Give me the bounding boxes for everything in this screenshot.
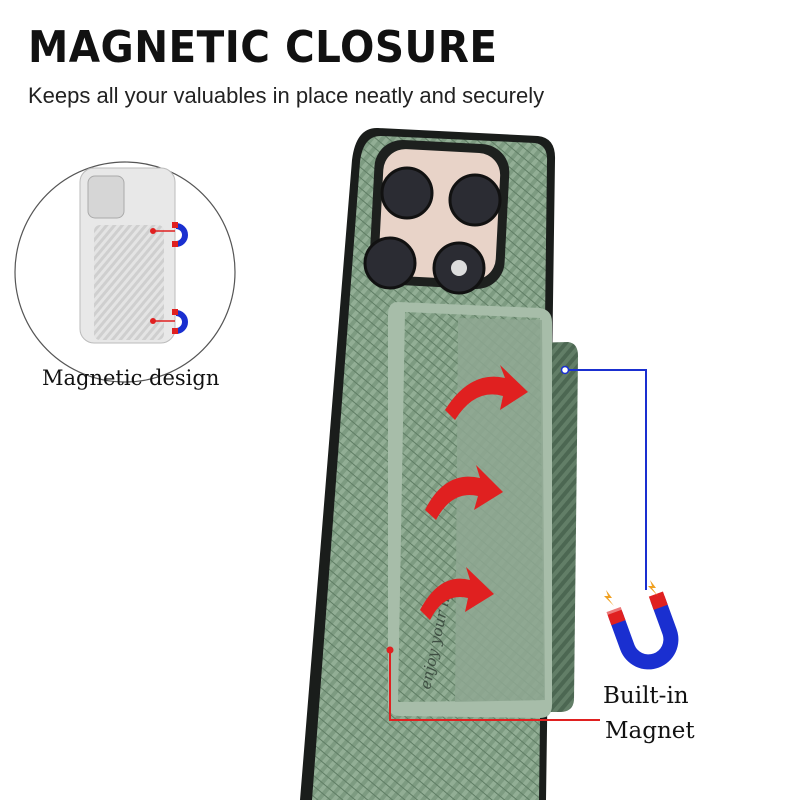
small-magnet-icon (172, 222, 188, 247)
red-arrow-icons (420, 365, 528, 620)
magnet-label: Magnet (605, 718, 695, 744)
camera-lens (448, 173, 502, 227)
spark-icon (604, 580, 658, 606)
curved-arrow-icon (445, 365, 528, 420)
magnetic-design-label: Magnetic design (42, 366, 220, 390)
magnet-icon (606, 591, 679, 670)
subheadline: Keeps all your valuables in place neatly… (28, 83, 545, 108)
card-wallet: enjoy your life (387, 302, 578, 718)
camera-module (363, 139, 510, 295)
camera-lens (380, 166, 434, 220)
curved-arrow-icon (420, 567, 494, 620)
small-magnet-icon (172, 309, 188, 334)
callout-lines (386, 365, 647, 721)
headline: MAGNETIC CLOSURE (28, 22, 498, 73)
curved-arrow-icon (425, 465, 503, 520)
built-in-label: Built-in (603, 683, 689, 709)
magnetic-design-inset (14, 161, 236, 383)
camera-lens (363, 236, 417, 290)
